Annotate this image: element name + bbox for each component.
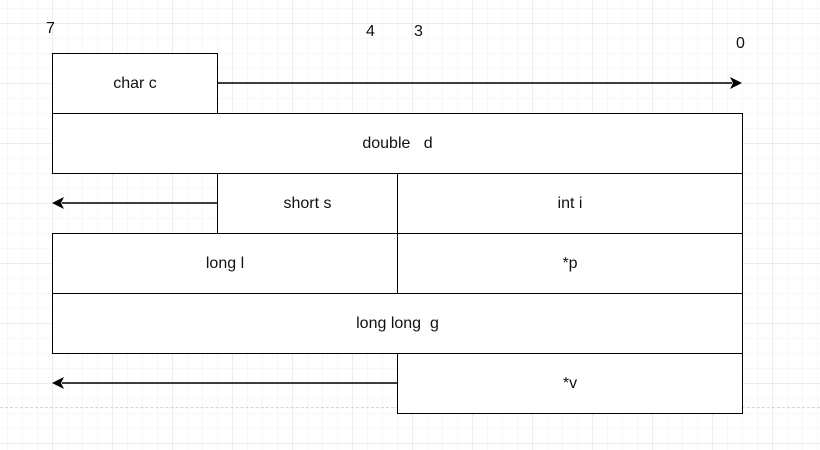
bit-label-3: 3 (414, 23, 423, 40)
field-double-d: double d (52, 113, 743, 174)
field-double-d-label: double d (362, 134, 433, 152)
field-pointer-p: *p (397, 233, 743, 294)
bit-label-7: 7 (46, 20, 55, 37)
padding-arrow-left-v (52, 377, 397, 389)
field-short-s-label: short s (283, 194, 332, 212)
padding-arrow-right (218, 77, 742, 89)
field-pointer-v: *v (397, 353, 743, 414)
field-long-l: long l (52, 233, 398, 294)
field-long-long-g: long long g (52, 293, 743, 354)
padding-arrow-left-short (52, 197, 217, 209)
field-long-long-g-label: long long g (356, 314, 439, 332)
field-int-i-label: int i (557, 194, 583, 212)
field-long-l-label: long l (205, 254, 245, 272)
field-pointer-p-label: *p (562, 254, 578, 272)
bit-label-0: 0 (736, 35, 745, 52)
field-pointer-v-label: *v (562, 374, 578, 392)
field-char-c-label: char c (113, 74, 157, 92)
bit-label-4: 4 (366, 23, 375, 40)
